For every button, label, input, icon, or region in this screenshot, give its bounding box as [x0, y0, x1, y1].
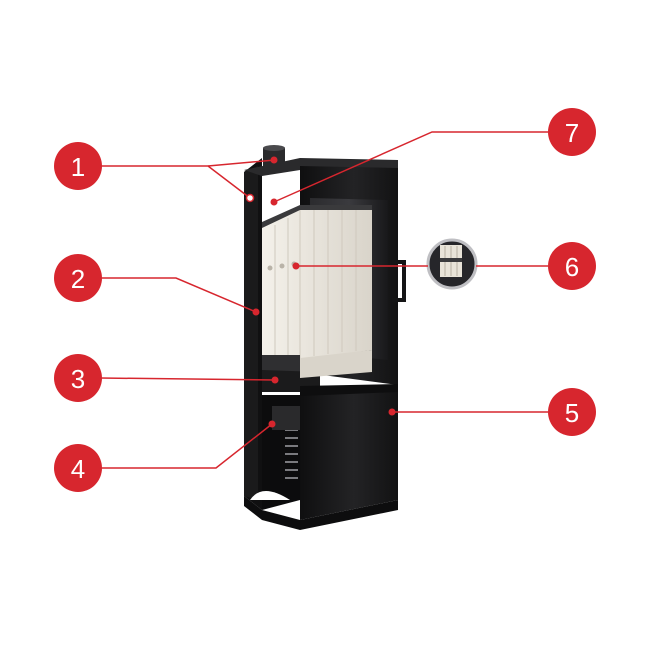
leader-3: [99, 377, 276, 381]
callout-6: 6: [548, 242, 596, 290]
callout-label: 6: [565, 252, 579, 282]
callout-label: 5: [565, 398, 579, 428]
callout-1: 1: [54, 142, 102, 190]
callout-4: 4: [54, 444, 102, 492]
callout-markers: [245, 156, 396, 428]
callout-3-dot: [271, 376, 279, 384]
callout-2: 2: [54, 254, 102, 302]
callout-7-dot: [270, 198, 278, 206]
separator-ledge: [300, 384, 398, 396]
leader-lines: [99, 131, 548, 469]
leader-2: [100, 277, 257, 313]
callout-label: 4: [71, 454, 85, 484]
firebox-lining: [262, 208, 372, 362]
callout-5: 5: [548, 388, 596, 436]
callout-6-dot: [292, 262, 300, 270]
leader-7: [273, 131, 548, 203]
callout-1-dot: [270, 156, 278, 164]
callout-label: 3: [71, 364, 85, 394]
callout-circle: [548, 242, 596, 290]
flue-collar-top: [263, 145, 285, 151]
door-handle[interactable]: [392, 260, 406, 302]
callout-2-dot: [252, 308, 260, 316]
callout-3: 3: [54, 354, 102, 402]
callout-circle: [54, 254, 102, 302]
callout-4-dot: [268, 420, 276, 428]
leader-1b: [207, 159, 276, 167]
baffle-plate: [262, 205, 372, 228]
callout-1b-dot: [245, 193, 255, 203]
firebox-floor: [300, 350, 372, 378]
vent-slots: [285, 429, 298, 479]
callout-5-dot: [388, 408, 396, 416]
callout-circle: [54, 444, 102, 492]
callout-circle: [54, 142, 102, 190]
callout-circle: [548, 388, 596, 436]
callout-circle: [548, 108, 596, 156]
callout-label: 1: [71, 152, 85, 182]
air-supply-duct: [272, 406, 300, 430]
stove-body: [244, 145, 406, 530]
leader-4: [100, 423, 273, 469]
callout-label: 2: [71, 264, 85, 294]
magnifier-detail-icon: [426, 238, 478, 290]
callout-circle: [54, 354, 102, 402]
base-cutout: [250, 491, 290, 500]
lining-panel-grooves: [274, 210, 357, 360]
callout-label: 7: [565, 118, 579, 148]
leader-1a: [100, 165, 251, 199]
left-cutaway-wall: [244, 166, 258, 500]
lower-front-shell: [300, 390, 398, 520]
base-plinth: [244, 496, 398, 530]
callout-7: 7: [548, 108, 596, 156]
